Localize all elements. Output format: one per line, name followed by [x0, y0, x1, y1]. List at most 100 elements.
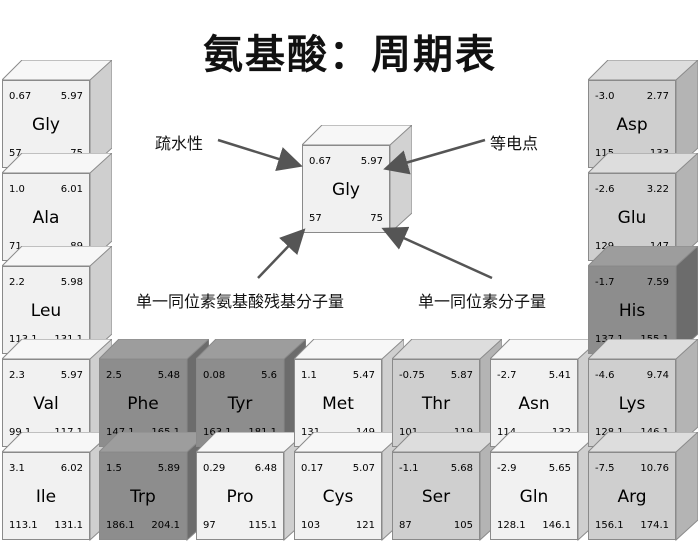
- cube-side-face: [675, 339, 698, 449]
- residue-mass-value: 129: [595, 241, 615, 252]
- amino-acid-name: Ser: [421, 487, 451, 507]
- hydrophobicity-value: -0.75: [399, 370, 425, 381]
- hydrophobicity-value: -3.0: [595, 91, 615, 102]
- hydrophobicity-value: 2.5: [106, 370, 122, 381]
- arrow-isoelectric-point: [383, 138, 486, 175]
- cube-shading: [588, 432, 698, 542]
- isoelectric-value: 5.89: [157, 463, 180, 474]
- hydrophobicity-value: 0.08: [203, 370, 226, 381]
- isoelectric-value: 9.74: [646, 370, 669, 381]
- page-title: 氨基酸：周期表: [203, 32, 497, 78]
- amino-acid-name: Pro: [226, 487, 254, 507]
- isoelectric-value: 5.07: [352, 463, 375, 474]
- cube-side-face: [675, 432, 698, 542]
- amino-acid-name: Gln: [519, 487, 549, 507]
- mass-value: 115.1: [248, 520, 277, 531]
- residue-mass-value: 101: [399, 427, 419, 438]
- cube-shading: [588, 246, 698, 356]
- hydrophobicity-value: 3.1: [9, 463, 25, 474]
- legend-cube-front: 0.67 5.97 Gly 57 75: [302, 145, 390, 233]
- cube-side-face: [89, 246, 112, 356]
- amino-acid-name: His: [618, 301, 646, 321]
- cube-shading: [588, 339, 698, 449]
- label-hydrophobicity: 疏水性: [155, 134, 204, 153]
- hydrophobicity-value: 0.17: [301, 463, 324, 474]
- cube-shading: [2, 153, 112, 263]
- hydrophobicity-value: -2.6: [595, 184, 615, 195]
- label-isoelectric-point: 等电点: [490, 134, 539, 153]
- amino-acid-name: Ala: [32, 208, 60, 228]
- mass-value: 105: [453, 520, 473, 531]
- hydrophobicity-value: 0.29: [203, 463, 226, 474]
- amino-acid-name: Leu: [30, 301, 62, 321]
- residue-mass-value: 114: [497, 427, 517, 438]
- isoelectric-value: 5.6: [261, 370, 277, 381]
- mass-value: 204.1: [151, 520, 180, 531]
- isoelectric-value: 5.97: [60, 91, 83, 102]
- isoelectric-value: 5.87: [450, 370, 473, 381]
- amino-acid-name: Phe: [127, 394, 159, 414]
- isoelectric-value: 6.01: [60, 184, 83, 195]
- isoelectric-value: 5.65: [548, 463, 571, 474]
- amino-acid-name: Gly: [32, 115, 60, 135]
- residue-mass-value: 103: [301, 520, 321, 531]
- isoelectric-value: 10.76: [640, 463, 669, 474]
- isoelectric-value: 5.47: [352, 370, 375, 381]
- mass-value: 121: [355, 520, 375, 531]
- residue-mass-value: 186.1: [106, 520, 135, 531]
- hydrophobicity-value: 2.3: [9, 370, 25, 381]
- hydrophobicity-value: 2.2: [9, 277, 25, 288]
- amino-acid-name: Met: [322, 394, 354, 414]
- cube-side-face: [89, 153, 112, 263]
- hydrophobicity-value: -4.6: [595, 370, 615, 381]
- mass-value: 131.1: [54, 520, 83, 531]
- legend-residue-mass-value: 57: [309, 213, 322, 224]
- legend-hydrophobicity-value: 0.67: [309, 156, 332, 167]
- cube-shading: [2, 246, 112, 356]
- arrow-hydrophobicity: [217, 138, 303, 171]
- amino-acid-name: Asp: [616, 115, 648, 135]
- hydrophobicity-value: 1.0: [9, 184, 25, 195]
- residue-mass-value: 57: [9, 148, 22, 159]
- legend-mass-value: 75: [370, 213, 383, 224]
- isoelectric-value: 6.02: [60, 463, 83, 474]
- isoelectric-value: 7.59: [646, 277, 669, 288]
- isoelectric-value: 6.48: [254, 463, 277, 474]
- isoelectric-value: 5.68: [450, 463, 473, 474]
- amino-acid-name: Asn: [518, 394, 550, 414]
- isoelectric-value: 5.98: [60, 277, 83, 288]
- hydrophobicity-value: 1.5: [106, 463, 122, 474]
- hydrophobicity-value: 1.1: [301, 370, 317, 381]
- isoelectric-value: 5.41: [548, 370, 571, 381]
- residue-mass-value: 97: [203, 520, 216, 531]
- residue-mass-value: 113.1: [9, 520, 38, 531]
- isoelectric-value: 5.97: [60, 370, 83, 381]
- label-mono-mass: 单一同位素分子量: [418, 292, 547, 311]
- hydrophobicity-value: -1.1: [399, 463, 419, 474]
- residue-mass-value: 156.1: [595, 520, 624, 531]
- isoelectric-value: 2.77: [646, 91, 669, 102]
- cube-side-face: [675, 60, 698, 170]
- hydrophobicity-value: -1.7: [595, 277, 615, 288]
- amino-acid-name: Glu: [617, 208, 647, 228]
- label-residue-mass: 单一同位素氨基酸残基分子量: [136, 292, 345, 311]
- legend-isoelectric-value: 5.97: [360, 156, 383, 167]
- hydrophobicity-value: -2.7: [497, 370, 517, 381]
- isoelectric-value: 5.48: [157, 370, 180, 381]
- amino-acid-name: Cys: [322, 487, 354, 507]
- amino-acid-name: Lys: [618, 394, 646, 414]
- hydrophobicity-value: -2.9: [497, 463, 517, 474]
- hydrophobicity-value: 0.67: [9, 91, 32, 102]
- residue-mass-value: 71: [9, 241, 22, 252]
